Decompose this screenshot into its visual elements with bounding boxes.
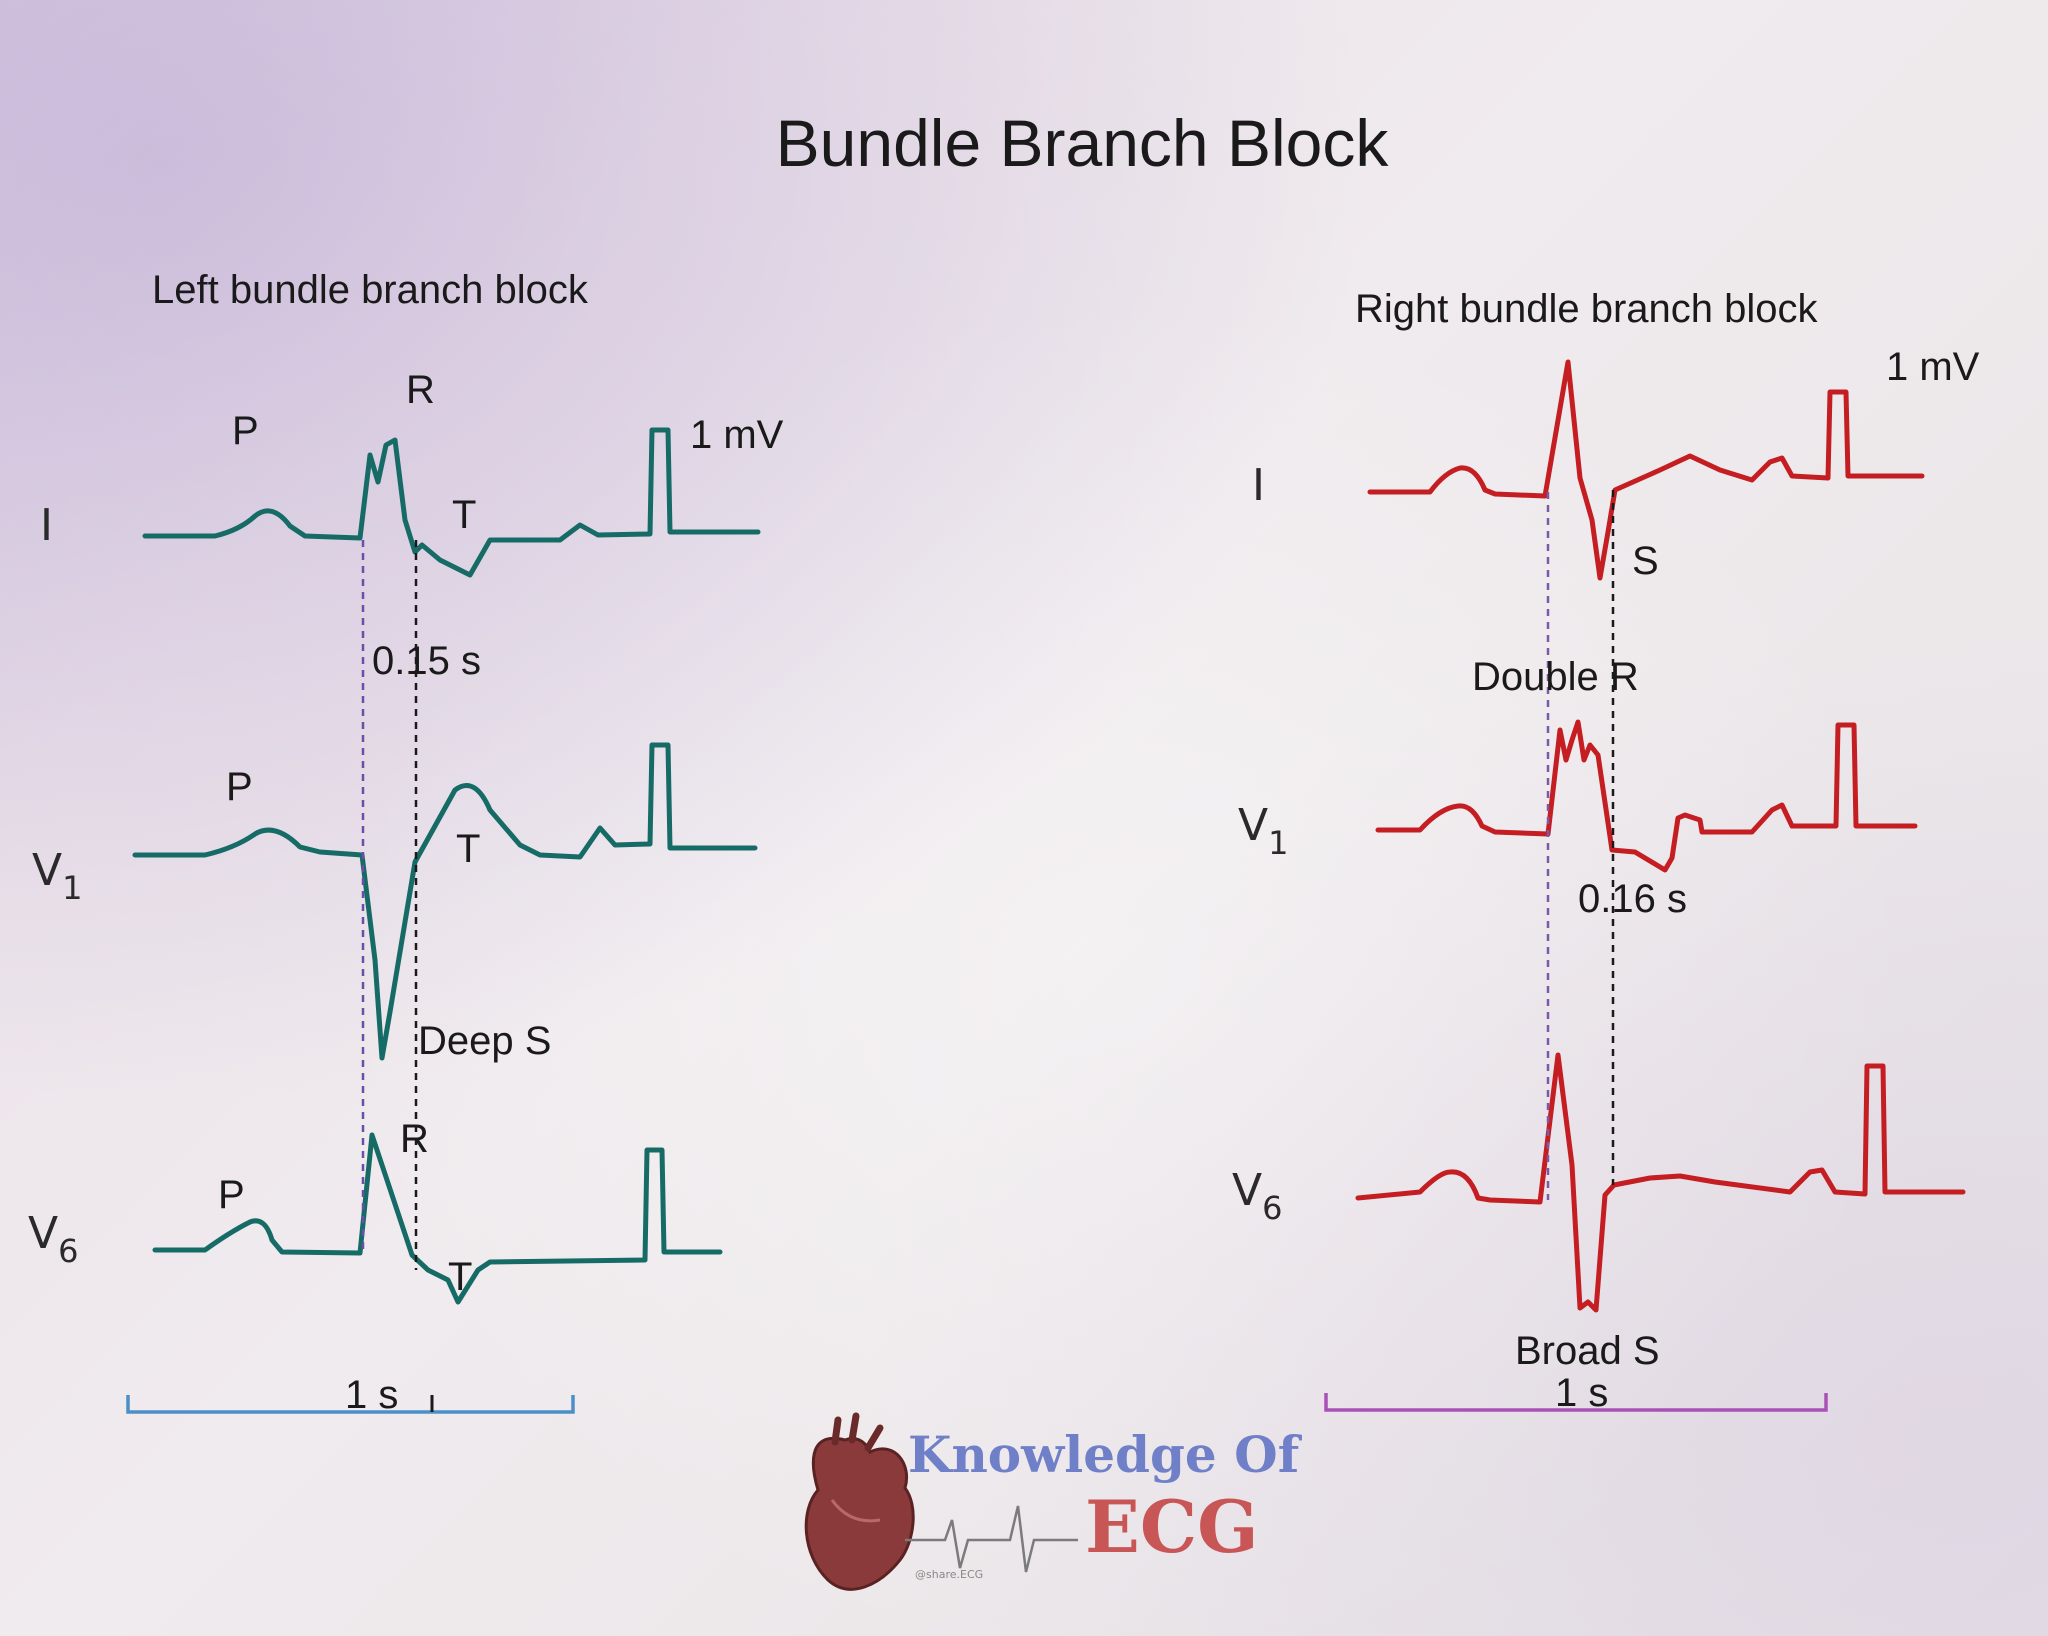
rbbb-time-scale-bar (1324, 1393, 1828, 1412)
lbbb-lead-i-trace (142, 427, 761, 578)
lbbb-lead-v6-trace (152, 1132, 723, 1305)
rbbb-lead-v1-trace (1375, 719, 1918, 873)
rbbb-panel: Right bundle branch block 1 mV I V1 V6 S… (1232, 287, 1980, 1415)
rbbb-duration-label: 0.16 s (1578, 877, 1687, 921)
lbbb-v1-p-label: P (226, 765, 253, 809)
heart-icon (804, 1412, 915, 1591)
lbbb-i-p-label: P (232, 409, 259, 453)
rbbb-double-r-label: Double R (1472, 655, 1639, 699)
rbbb-lead-v6-label: V6 (1232, 1165, 1282, 1227)
lbbb-deep-s-label: Deep S (418, 1019, 551, 1063)
rbbb-lead-v1-label: V1 (1238, 800, 1288, 862)
lbbb-time-scale-bar (126, 1395, 575, 1414)
page-title: Bundle Branch Block (776, 106, 1390, 180)
rbbb-i-s-label: S (1632, 539, 1659, 583)
lbbb-lead-i-label: I (40, 500, 53, 551)
lbbb-i-r-label: R (406, 368, 435, 412)
lbbb-lead-v1-label: V1 (32, 845, 82, 907)
rbbb-heading: Right bundle branch block (1355, 287, 1819, 331)
logo-ecg-line-icon (905, 1505, 1078, 1573)
rbbb-lead-i-trace (1367, 359, 1925, 581)
lbbb-v6-p-label: P (218, 1173, 245, 1217)
lbbb-i-t-label: T (452, 493, 476, 537)
lbbb-heading: Left bundle branch block (152, 268, 589, 312)
rbbb-broad-s-label: Broad S (1515, 1329, 1660, 1373)
knowledge-of-ecg-logo: Knowledge Of ECG @share.ECG (804, 1412, 1303, 1591)
lbbb-scale-label: 1 s (345, 1373, 398, 1417)
lbbb-duration-label: 0.15 s (372, 639, 481, 683)
lbbb-panel: Left bundle branch block I V1 V6 P R T 1… (28, 268, 784, 1417)
lbbb-v1-t-label: T (456, 827, 480, 871)
lbbb-lead-v1-trace (132, 742, 758, 1061)
lbbb-lead-v6-label: V6 (28, 1208, 78, 1270)
rbbb-lead-i-label: I (1252, 460, 1265, 511)
lbbb-v6-t-label: T (448, 1255, 472, 1299)
logo-text-small: @share.ECG (915, 1568, 983, 1581)
lbbb-v6-r-label: R (400, 1117, 429, 1161)
logo-text-ecg: ECG (1085, 1484, 1259, 1569)
rbbb-scale-label: 1 s (1555, 1371, 1608, 1415)
lbbb-i-calibration-label: 1 mV (690, 413, 784, 457)
rbbb-calibration-label: 1 mV (1886, 345, 1980, 389)
rbbb-lead-v6-trace (1355, 1052, 1966, 1313)
logo-text-top: Knowledge Of (908, 1425, 1303, 1484)
